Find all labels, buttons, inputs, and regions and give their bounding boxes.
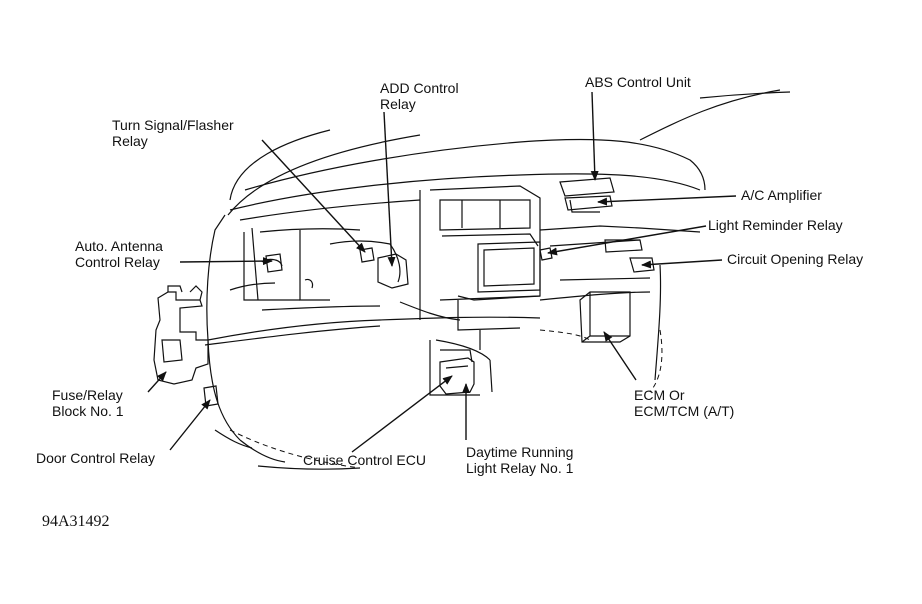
label-door-control-relay: Door Control Relay <box>36 450 155 466</box>
label-daytime-running-line-1: Daytime Running <box>466 444 574 460</box>
leader-abs-control-unit <box>590 91 599 181</box>
label-ecm-tcm-line-2: ECM/TCM (A/T) <box>634 403 735 419</box>
leader-auto-antenna-relay <box>179 257 273 266</box>
dashboard-hidden-lines <box>229 329 663 469</box>
label-circuit-opening-relay-line-1: Circuit Opening Relay <box>727 251 864 267</box>
label-auto-antenna-control-relay: Auto. Antenna Control Relay <box>75 238 163 270</box>
label-circuit-opening-relay: Circuit Opening Relay <box>727 251 863 267</box>
label-daytime-running-light-relay: Daytime Running Light Relay No. 1 <box>466 444 573 476</box>
leader-turn-signal-flasher-relay <box>261 139 366 253</box>
label-add-control-relay-line-1: ADD Control <box>380 80 459 96</box>
label-turn-signal-line-1: Turn Signal/Flasher <box>112 117 234 133</box>
label-fuse-relay-line-2: Block No. 1 <box>52 403 124 419</box>
label-ecm-tcm-line-1: ECM Or <box>634 387 685 403</box>
label-cruise-control-ecu: Cruise Control ECU <box>303 452 426 468</box>
label-light-reminder-relay-line-1: Light Reminder Relay <box>708 217 843 233</box>
leader-add-control-relay <box>383 111 396 267</box>
figure-reference-number: 94A31492 <box>42 513 110 530</box>
label-light-reminder-relay: Light Reminder Relay <box>708 217 843 233</box>
label-abs-control-unit: ABS Control Unit <box>585 74 691 90</box>
label-fuse-relay-line-1: Fuse/Relay <box>52 387 123 403</box>
label-auto-antenna-line-2: Control Relay <box>75 254 160 270</box>
leader-ecm-tcm <box>603 331 637 381</box>
label-ac-amplifier-line-1: A/C Amplifier <box>741 187 822 203</box>
label-door-control-relay-line-1: Door Control Relay <box>36 450 156 466</box>
label-add-control-relay-line-2: Relay <box>380 96 416 112</box>
leader-lines <box>147 91 737 453</box>
dashboard-outline <box>153 89 791 470</box>
leader-door-control-relay <box>169 399 211 451</box>
leader-circuit-opening-relay <box>641 259 723 269</box>
leader-ac-amplifier <box>597 195 737 206</box>
label-fuse-relay-block: Fuse/Relay Block No. 1 <box>52 387 124 419</box>
leader-cruise-control-ecu <box>351 375 453 453</box>
leader-light-reminder-relay <box>547 225 707 256</box>
label-add-control-relay: ADD Control Relay <box>380 80 459 112</box>
label-auto-antenna-line-1: Auto. Antenna <box>75 238 163 254</box>
label-daytime-running-line-2: Light Relay No. 1 <box>466 460 574 476</box>
label-turn-signal-line-2: Relay <box>112 133 148 149</box>
label-ac-amplifier: A/C Amplifier <box>741 187 822 203</box>
label-turn-signal-flasher-relay: Turn Signal/Flasher Relay <box>112 117 234 149</box>
label-ecm-tcm: ECM Or ECM/TCM (A/T) <box>634 387 734 419</box>
label-abs-control-unit-line-1: ABS Control Unit <box>585 74 691 90</box>
leader-fuse-relay-block <box>147 371 167 393</box>
label-cruise-control-ecu-line-1: Cruise Control ECU <box>303 452 426 468</box>
